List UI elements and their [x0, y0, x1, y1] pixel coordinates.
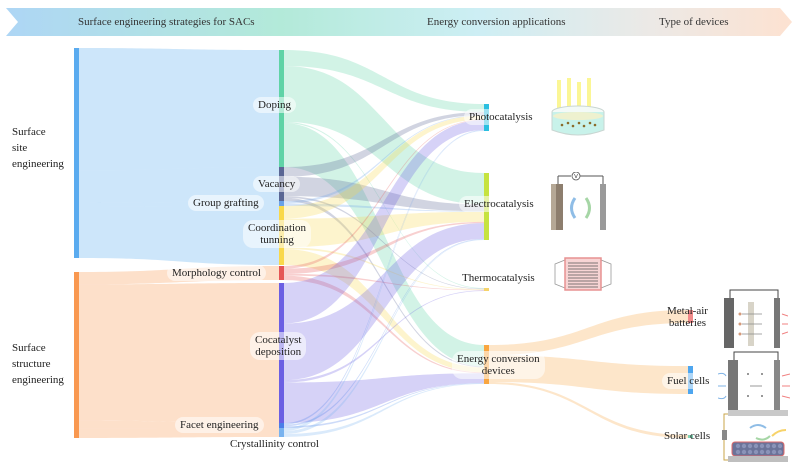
label-line: batteries — [668, 317, 707, 329]
link-cocatalyst-to-thermo — [284, 290, 484, 383]
node-label-group-grafting: Group grafting — [188, 195, 264, 211]
link-site-to-doping — [79, 48, 279, 171]
link-grafting-to-electro — [284, 203, 484, 212]
label-line: tunning — [260, 234, 294, 246]
photocatalysis-reactor-icon — [551, 78, 605, 136]
link-morphology-to-thermo — [284, 273, 484, 291]
stage-title-devices: Type of devices — [659, 16, 729, 28]
label-line: engineering — [12, 374, 64, 386]
node-label-thermocatalysis: Thermocatalysis — [462, 272, 535, 284]
link-devices-to-solar — [489, 381, 688, 438]
link-crystallinity-to-photo — [284, 130, 484, 432]
label-line: Metal-air — [667, 305, 708, 317]
header-arrow — [6, 8, 792, 36]
node-bar-site — [74, 48, 79, 258]
node-label-metal-air-batteries: Metal-air batteries — [667, 305, 708, 329]
link-facet-to-devices — [284, 383, 484, 428]
node-bar-metalair — [688, 310, 693, 323]
link-morphology-to-electro — [284, 221, 484, 274]
stage-title-strategies: Surface engineering strategies for SACs — [78, 16, 255, 28]
label-line: devices — [481, 365, 515, 377]
link-facet-to-electro — [284, 238, 484, 427]
link-site-to-vacancy — [79, 167, 279, 203]
fuel-cell-icon — [718, 351, 790, 410]
link-grafting-to-photo — [284, 114, 484, 204]
label-line: deposition — [255, 346, 302, 358]
node-bar-crystallinity — [279, 428, 284, 437]
link-cocatalyst-to-electro — [284, 223, 484, 381]
link-doping-to-devices — [284, 123, 484, 367]
link-morphology-to-photo — [284, 119, 484, 269]
node-label-vacancy: Vacancy — [253, 176, 301, 192]
node-bar-morphology — [279, 266, 284, 280]
link-doping-to-photo — [284, 50, 484, 112]
link-vacancy-to-electro — [284, 176, 484, 212]
label-line: Cocatalyst — [255, 334, 302, 346]
node-label-doping: Doping — [253, 97, 296, 113]
node-bar-facet — [279, 423, 284, 428]
link-site-to-coordination — [79, 206, 279, 265]
links-layer — [79, 48, 688, 438]
node-label-crystallinity-control: Crystallinity control — [230, 438, 319, 450]
label-line: engineering — [12, 158, 64, 170]
link-crystallinity-to-devices — [284, 383, 484, 437]
node-label-electrocatalysis: Electrocatalysis — [459, 196, 539, 212]
label-line: site — [12, 142, 28, 154]
node-label-photocatalysis: Photocatalysis — [464, 109, 538, 125]
link-vacancy-to-photo — [284, 111, 484, 177]
node-bar-grafting — [279, 201, 284, 206]
link-devices-to-metalair — [489, 310, 688, 356]
link-structure-to-cocatalyst — [79, 283, 279, 423]
node-label-coordination-tunning: Coordination tunning — [243, 220, 312, 248]
link-vacancy-to-devices — [284, 197, 484, 368]
link-cocatalyst-to-photo — [284, 120, 484, 324]
link-coordination-to-devices — [284, 249, 484, 373]
voltmeter-symbol: V — [574, 174, 578, 180]
link-vacancy-to-thermo — [284, 196, 484, 290]
node-label-energy-conversion-devices: Energy conversion devices — [452, 351, 545, 379]
node-label-cocatalyst-deposition: Cocatalyst deposition — [250, 332, 307, 360]
link-coordination-to-photo — [284, 115, 484, 219]
label-line: structure — [12, 358, 51, 370]
node-label-morphology-control: Morphology control — [167, 265, 266, 281]
node-label-solar-cells: Solar cells — [664, 430, 711, 442]
link-coordination-to-thermo — [284, 247, 484, 290]
stage-title-applications: Energy conversion applications — [427, 16, 566, 28]
label-line: Surface — [12, 342, 46, 354]
node-bar-solar — [688, 435, 693, 438]
solar-cell-icon — [722, 410, 788, 462]
node-label-surface-site-engineering: Surface site engineering — [12, 126, 64, 170]
label-line: Coordination — [248, 222, 307, 234]
link-cocatalyst-to-devices — [284, 373, 484, 423]
node-label-facet-engineering: Facet engineering — [175, 417, 264, 433]
link-facet-to-photo — [284, 130, 484, 425]
link-crystallinity-to-electro — [284, 239, 484, 434]
header-band — [6, 8, 792, 36]
link-doping-to-thermo — [284, 121, 484, 289]
thermal-reactor-icon — [554, 257, 612, 291]
node-label-surface-structure-engineering: Surface structure engineering — [12, 342, 64, 386]
electrolysis-cell-icon: V — [551, 172, 606, 230]
link-morphology-to-devices — [284, 275, 484, 374]
node-label-fuel-cells: Fuel cells — [662, 373, 715, 389]
link-doping-to-electro — [284, 65, 484, 205]
node-bar-structure — [74, 272, 79, 438]
node-bar-thermo — [484, 288, 489, 291]
label-line: Energy conversion — [457, 353, 540, 365]
metal-air-battery-icon — [724, 289, 788, 348]
link-coordination-to-electro — [284, 211, 484, 248]
label-line: Surface — [12, 126, 46, 138]
